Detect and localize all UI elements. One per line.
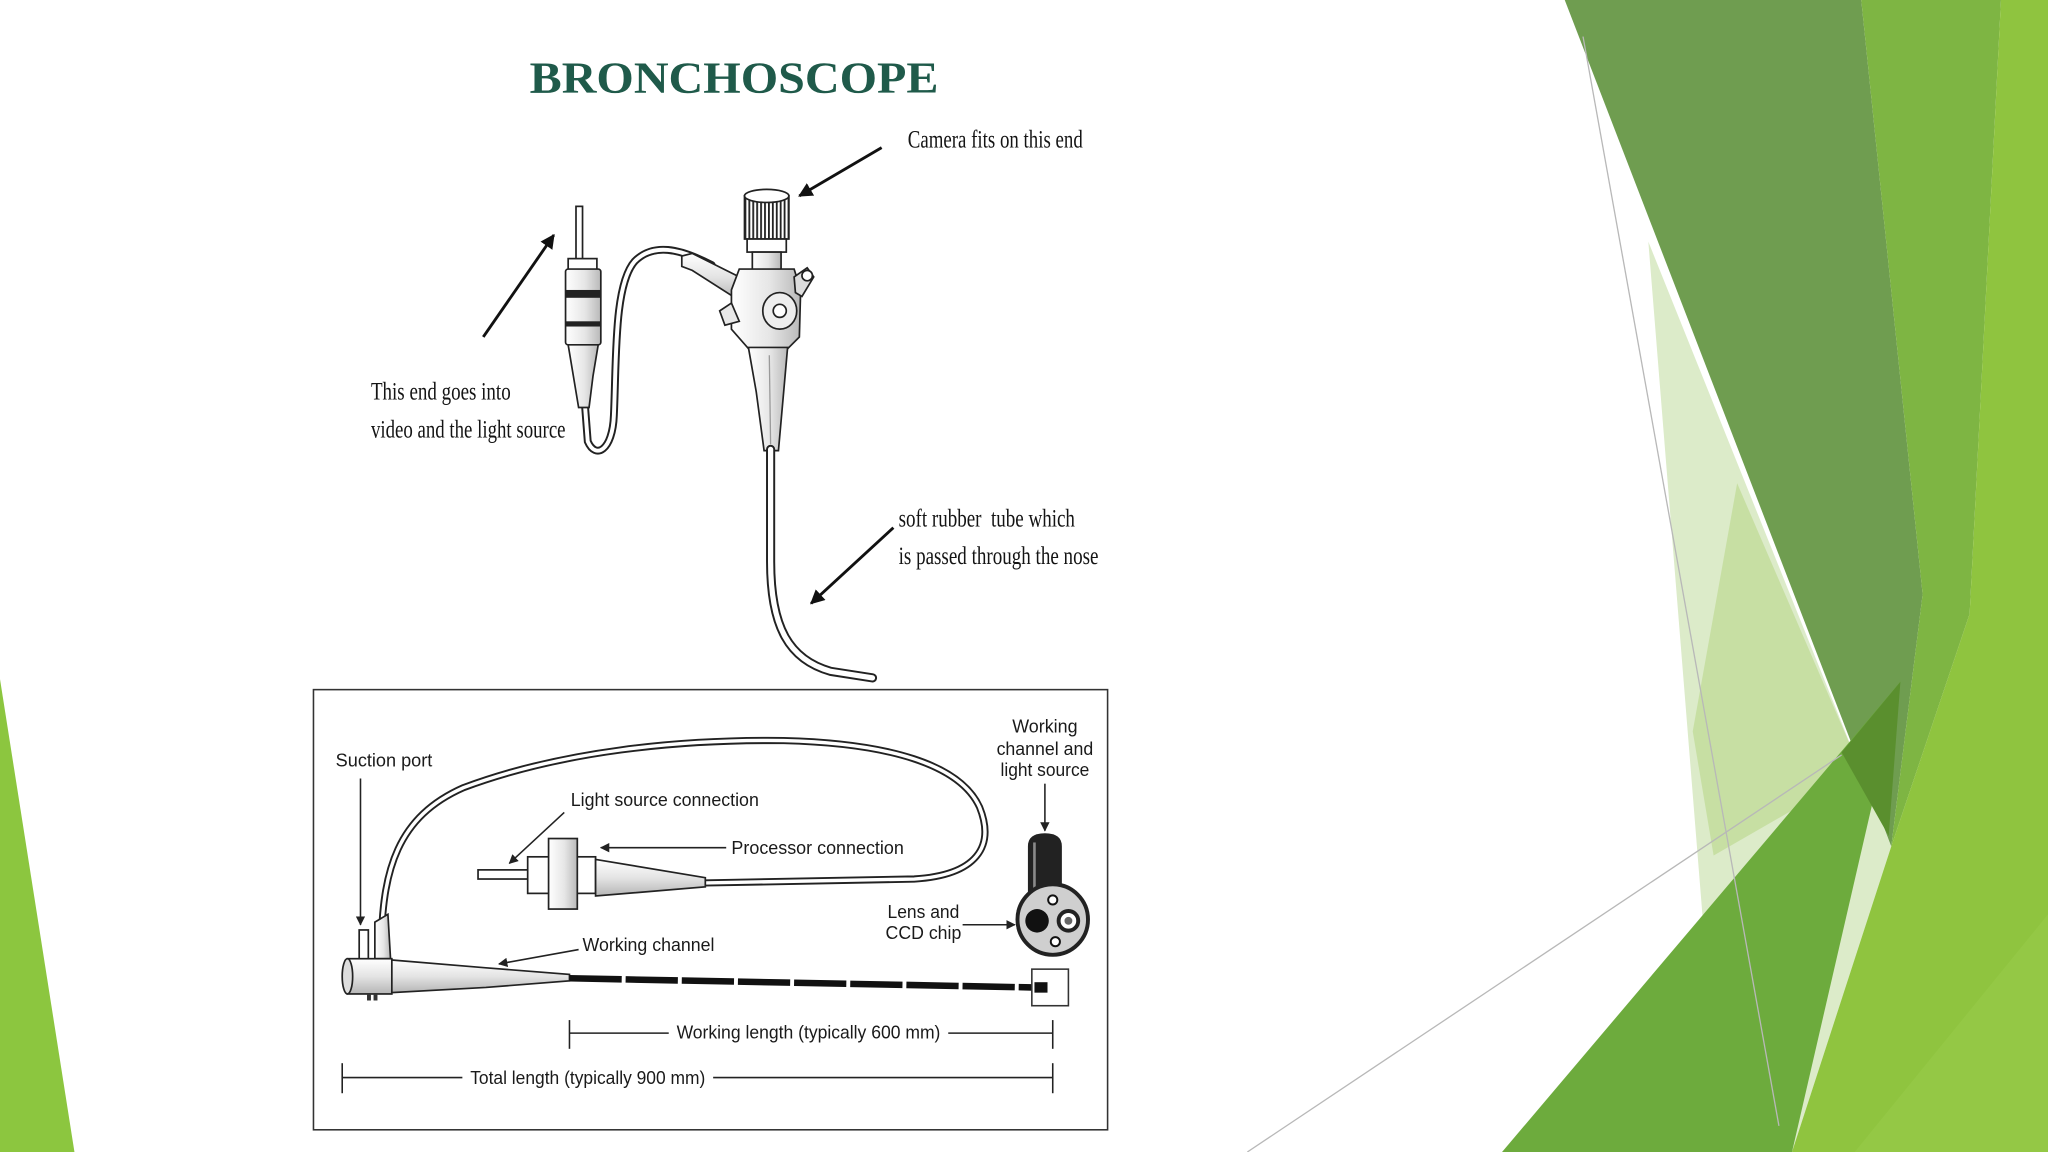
working-length-dimension bbox=[568, 1020, 1054, 1049]
schematic-handle bbox=[341, 912, 571, 1001]
connector-pin bbox=[575, 205, 584, 263]
slide-title: BRONCHOSCOPE bbox=[530, 53, 939, 103]
control-wing bbox=[718, 301, 741, 327]
connector-body bbox=[564, 268, 602, 346]
control-lever-knob bbox=[801, 269, 814, 282]
handle-taper bbox=[390, 959, 571, 994]
camera-end-label: Camera fits on this end bbox=[908, 127, 1083, 154]
suction-port-tube bbox=[358, 929, 370, 963]
camera-head-ring bbox=[746, 238, 788, 253]
facet-left-accent bbox=[0, 679, 75, 1152]
lens-ccd-label-line-1: Lens and bbox=[888, 901, 960, 922]
tube-label-line-2: is passed through the nose bbox=[899, 543, 1099, 570]
processor-connector bbox=[477, 837, 707, 910]
handle-end-cap bbox=[341, 957, 354, 995]
light-source-opening bbox=[1047, 894, 1059, 906]
light-source-opening bbox=[1049, 936, 1061, 948]
total-length-label: Total length (typically 900 mm) bbox=[470, 1067, 705, 1088]
handle-taper bbox=[747, 346, 789, 452]
connector-band bbox=[565, 321, 601, 327]
connector-taper bbox=[567, 343, 600, 409]
schematic-insertion-tube bbox=[569, 975, 1032, 991]
working-channel-light-source-label-line-1: Working bbox=[1012, 716, 1077, 737]
working-channel-port bbox=[374, 912, 392, 960]
suction-port-label: Suction port bbox=[336, 750, 433, 771]
camera-end-arrow bbox=[798, 146, 883, 198]
insertion-tube-outline bbox=[766, 444, 878, 683]
control-dial-center bbox=[772, 303, 788, 319]
facet-hairline bbox=[1582, 36, 1780, 1126]
tip-end-view bbox=[1015, 833, 1090, 957]
end-view-face bbox=[1015, 882, 1090, 957]
connector-strain-relief bbox=[594, 858, 707, 897]
light-guide-connector bbox=[564, 205, 602, 409]
light-source-connection-label: Light source connection bbox=[571, 789, 759, 810]
camera-head-top bbox=[743, 188, 790, 204]
umbilical-cord bbox=[583, 247, 714, 453]
facet-muted bbox=[1564, 0, 1923, 847]
video-end-label-line-2: video and the light source bbox=[371, 417, 566, 444]
total-length-dimension bbox=[341, 1063, 1054, 1094]
video-end-arrow bbox=[482, 233, 555, 338]
handle-foot bbox=[367, 993, 371, 1001]
control-body bbox=[680, 188, 815, 452]
tube-arrow bbox=[810, 526, 895, 605]
working-channel-light-source-label-line-2: channel and bbox=[997, 738, 1094, 759]
handle-foot bbox=[373, 993, 378, 1001]
handle-grip bbox=[346, 957, 393, 995]
facet-lime bbox=[1792, 0, 2048, 1152]
insertion-tube bbox=[767, 446, 876, 681]
working-channel-arrow bbox=[498, 948, 579, 968]
lens-ccd-label-line-2: CCD chip bbox=[886, 922, 962, 943]
facet-lime-soft bbox=[1854, 914, 2048, 1152]
facet-hairline bbox=[1246, 754, 1842, 1152]
connector-block bbox=[547, 837, 579, 910]
light-source-pin bbox=[477, 869, 532, 880]
facet-bright bbox=[1861, 0, 2001, 847]
facet-dark bbox=[1841, 681, 1901, 836]
light-source-connection-arrow bbox=[508, 811, 565, 864]
handle-seam bbox=[768, 355, 772, 445]
theme-decoration-left bbox=[0, 679, 75, 1152]
distal-tip bbox=[1034, 982, 1048, 993]
camera-head-collar bbox=[751, 251, 782, 272]
working-channel-opening bbox=[1025, 909, 1049, 933]
tube-label-line-1: soft rubber tube which bbox=[899, 505, 1076, 532]
theme-decoration-right bbox=[1246, 0, 2048, 1152]
connector-band bbox=[565, 289, 601, 298]
working-channel-label: Working channel bbox=[583, 934, 715, 955]
umbilical-cord-outline bbox=[581, 245, 716, 455]
schematic-cord bbox=[379, 738, 987, 951]
working-length-label: Working length (typically 600 mm) bbox=[677, 1021, 941, 1042]
facet-light bbox=[1692, 483, 1862, 856]
bronchoscope-illustration: Camera fits on this end This end goes in… bbox=[371, 127, 1099, 683]
lens-ccd-center bbox=[1064, 916, 1073, 925]
processor-connection-label: Processor connection bbox=[731, 837, 903, 858]
working-channel-light-source-label-line-3: light source bbox=[1000, 759, 1089, 780]
video-end-label-line-1: This end goes into bbox=[371, 379, 511, 406]
bronchoscope-schematic: Suction port Light source connection Pro… bbox=[312, 688, 1109, 1131]
schematic-frame bbox=[312, 688, 1109, 1131]
